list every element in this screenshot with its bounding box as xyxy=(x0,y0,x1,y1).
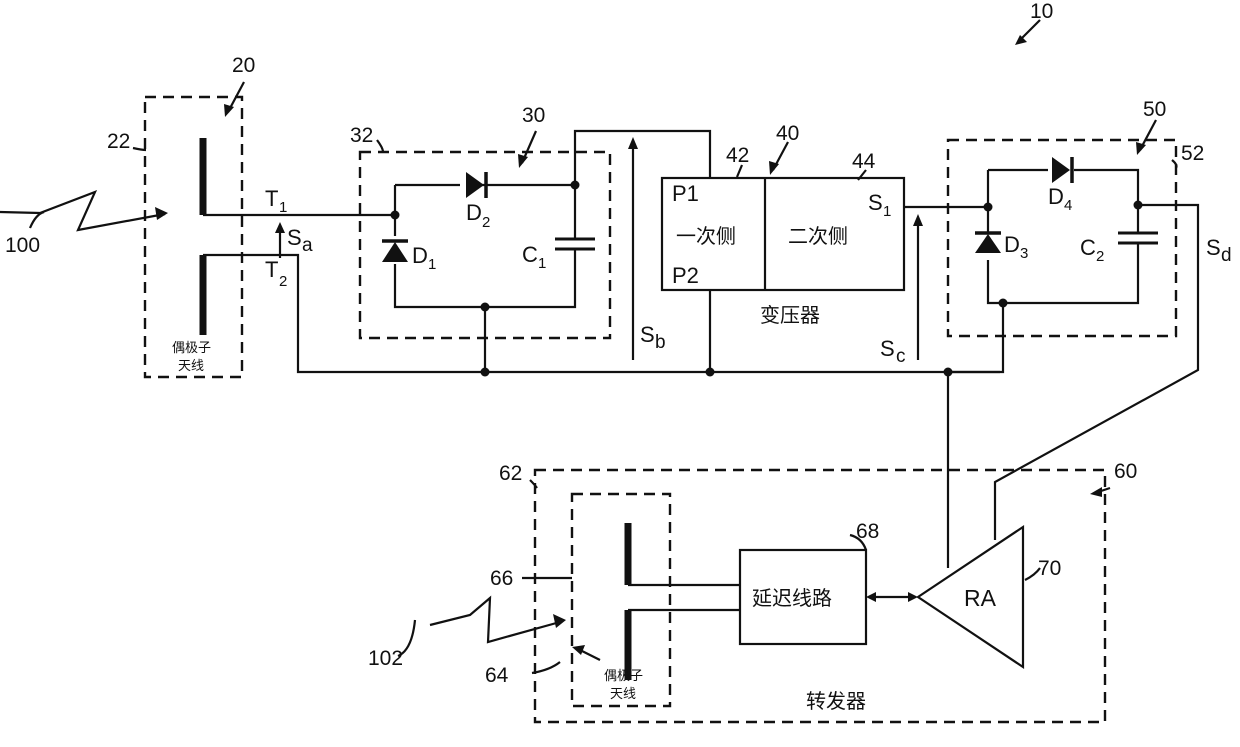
transformer-secondary-label: 二次侧 xyxy=(788,224,848,248)
antenna2-label-line1: 偶极子 xyxy=(604,669,643,684)
wave-102 xyxy=(430,598,560,642)
label-d1: D xyxy=(412,243,428,268)
terminal-t2: T xyxy=(265,257,278,282)
ref-66: 66 xyxy=(490,567,513,590)
svg-text:1: 1 xyxy=(883,203,891,220)
diode-d4 xyxy=(1052,157,1070,183)
wire-to-p1 xyxy=(575,131,710,185)
ref-70: 70 xyxy=(1038,557,1061,580)
svg-text:2: 2 xyxy=(279,273,287,290)
signal-sd: S xyxy=(1206,235,1221,260)
ref-68: 68 xyxy=(856,520,879,543)
antenna-label-line1: 偶极子 xyxy=(172,341,211,356)
label-d4: D xyxy=(1048,184,1064,209)
label-d3: D xyxy=(1004,232,1020,257)
label-d2: D xyxy=(466,200,482,225)
signal-sa: S xyxy=(287,225,302,250)
svg-text:d: d xyxy=(1221,245,1232,266)
antenna2-label-line2: 天线 xyxy=(610,687,636,702)
ref-40: 40 xyxy=(776,122,799,145)
antenna-label-line2: 天线 xyxy=(178,359,204,374)
wave-100 xyxy=(0,192,165,230)
transponder-label: 转发器 xyxy=(806,689,866,713)
svg-text:2: 2 xyxy=(1096,248,1104,265)
svg-text:1: 1 xyxy=(538,255,546,272)
terminal-p2: P2 xyxy=(672,263,699,288)
label-c2: C xyxy=(1080,235,1096,260)
svg-text:c: c xyxy=(896,346,906,367)
signal-sc: S xyxy=(880,336,895,361)
ref-102: 102 xyxy=(368,647,403,670)
ref-50: 50 xyxy=(1143,98,1166,121)
transformer-primary-label: 一次侧 xyxy=(676,224,736,248)
ref-32: 32 xyxy=(350,124,373,147)
svg-text:2: 2 xyxy=(482,214,490,231)
transformer-label: 变压器 xyxy=(760,303,820,327)
ref-62: 62 xyxy=(499,462,522,485)
ref-10: 10 xyxy=(1030,0,1053,23)
terminal-t1: T xyxy=(265,186,278,211)
svg-text:a: a xyxy=(302,235,313,256)
terminal-p1: P1 xyxy=(672,181,699,206)
ref-64: 64 xyxy=(485,664,509,687)
ref-20: 20 xyxy=(232,54,255,77)
ref-60: 60 xyxy=(1114,460,1137,483)
ref-30: 30 xyxy=(522,104,545,127)
svg-text:b: b xyxy=(655,332,666,353)
terminal-s1: S xyxy=(868,190,883,215)
diode-d2 xyxy=(466,172,484,198)
ref-100: 100 xyxy=(5,234,40,257)
svg-text:3: 3 xyxy=(1020,245,1028,262)
amplifier-label: RA xyxy=(964,585,997,611)
antenna-box-22 xyxy=(145,97,242,377)
label-c1: C xyxy=(522,242,538,267)
ref-52: 52 xyxy=(1181,142,1204,165)
delay-line-label: 延迟线路 xyxy=(752,586,832,610)
svg-text:1: 1 xyxy=(279,199,287,216)
ref-42: 42 xyxy=(726,144,749,167)
signal-sb: S xyxy=(640,322,655,347)
ref-22: 22 xyxy=(107,130,130,153)
svg-text:1: 1 xyxy=(428,256,436,273)
svg-text:4: 4 xyxy=(1064,197,1072,214)
ref-44: 44 xyxy=(852,150,876,173)
